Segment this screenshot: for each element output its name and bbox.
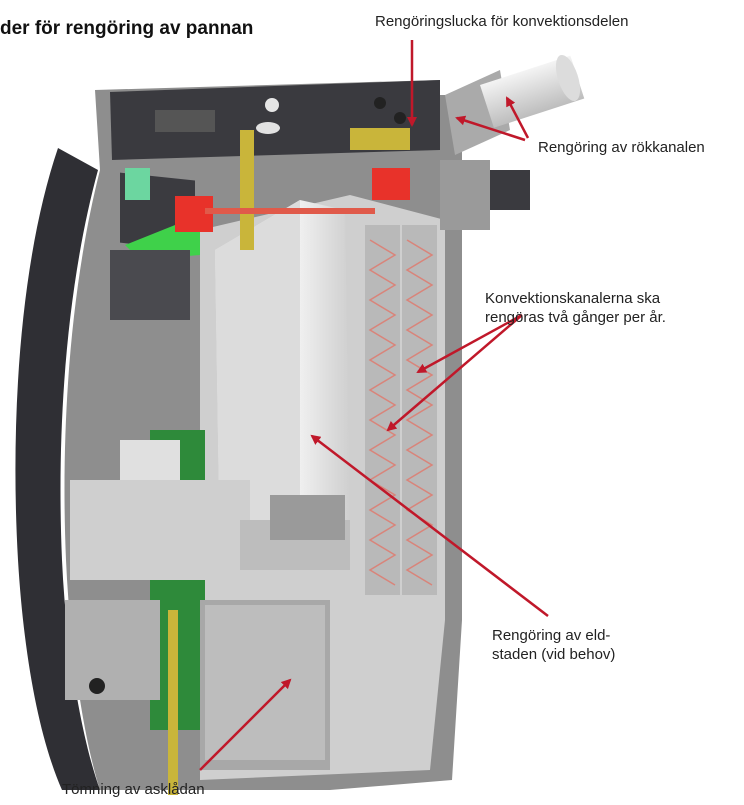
left-dark-block bbox=[110, 250, 190, 320]
label-convection-channels-2: rengöras två gånger per år. bbox=[485, 309, 666, 326]
arrow-flue-2 bbox=[505, 96, 530, 139]
label-firebox-1: Rengöring av eld- bbox=[492, 627, 611, 644]
burner-feeder bbox=[70, 440, 350, 580]
display-screen bbox=[125, 168, 150, 200]
page-title: der för rengöring av pannan bbox=[0, 18, 254, 39]
label-convection-channels-1: Konvektionskanalerna ska bbox=[485, 290, 661, 307]
callout-arrows bbox=[199, 40, 549, 771]
vertical-rod bbox=[240, 130, 254, 250]
yellow-rail bbox=[168, 610, 178, 795]
red-hatch-right bbox=[372, 168, 410, 200]
arrow-firebox bbox=[310, 434, 549, 617]
yellow-hatch bbox=[350, 128, 410, 150]
lower-left-door bbox=[65, 600, 160, 700]
arrow-convection-2 bbox=[386, 314, 523, 432]
label-convection-hatch: Rengöringslucka för konvektionsdelen bbox=[375, 13, 629, 30]
label-flue: Rengöring av rökkanalen bbox=[538, 139, 705, 156]
control-buttons bbox=[155, 110, 215, 132]
arrow-convection-1 bbox=[416, 313, 523, 374]
arrow-ashbox bbox=[199, 678, 292, 771]
convection-channels bbox=[365, 225, 437, 595]
flue-pipe bbox=[440, 54, 585, 230]
label-ashbox: Tömning av asklådan bbox=[62, 781, 205, 798]
outer-shell bbox=[15, 148, 100, 790]
arrow-flue-1 bbox=[455, 115, 526, 142]
red-rod bbox=[205, 208, 375, 214]
label-firebox-2: staden (vid behov) bbox=[492, 646, 616, 663]
